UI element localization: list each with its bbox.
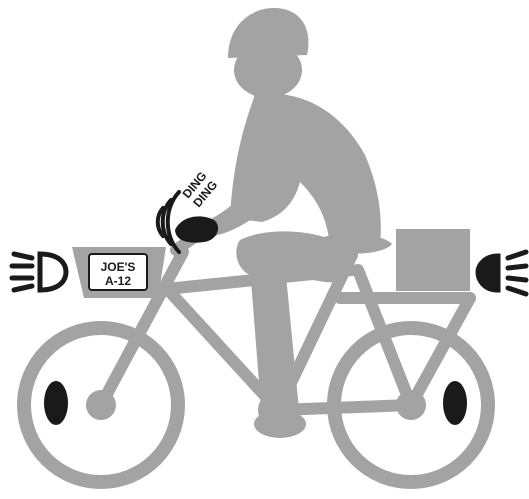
headlight-icon [12, 254, 66, 290]
reflector-icon [443, 381, 467, 425]
rider [175, 8, 381, 438]
reflector-icon [44, 381, 68, 425]
license-plate-line-1: JOE'S [101, 260, 136, 274]
bell-sound-text: DING DING [180, 169, 221, 210]
license-plate-line-2: A-12 [105, 274, 131, 288]
rear-cargo-box [396, 229, 470, 291]
taillight-icon [478, 252, 526, 294]
